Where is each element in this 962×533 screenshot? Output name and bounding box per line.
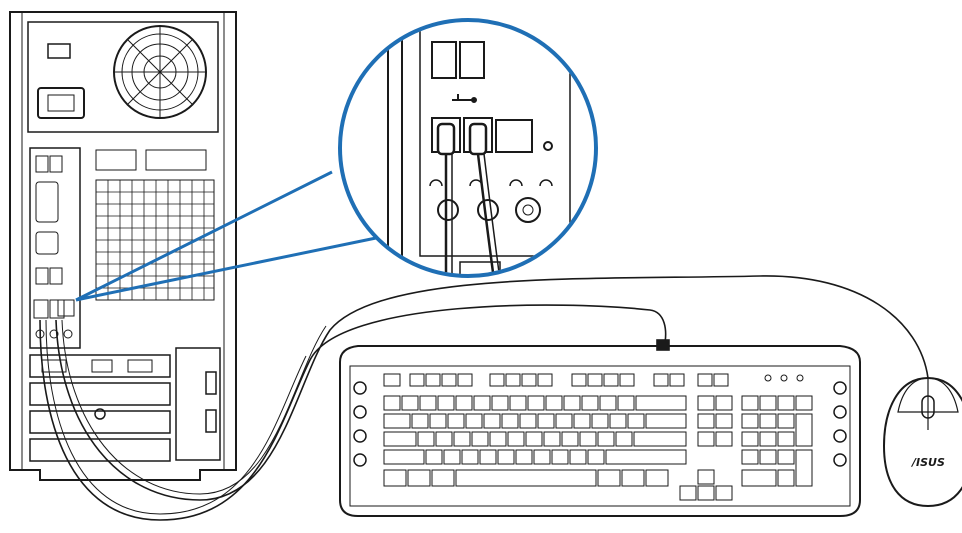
audio-jack-3 <box>515 197 541 223</box>
computer-tower <box>9 11 237 481</box>
audio-jack-1 <box>437 199 459 221</box>
cables <box>39 275 929 521</box>
audio-jack-2 <box>477 199 499 221</box>
power-supply <box>27 21 219 133</box>
keyboard-media-buttons <box>353 381 847 467</box>
expansion-slots <box>29 347 221 462</box>
usb-icon <box>452 94 477 103</box>
mouse-brand-logo: /ISUS <box>910 456 945 469</box>
mouse-scroll-wheel <box>921 395 935 419</box>
mouse-cable <box>55 275 929 501</box>
keyboard <box>339 345 861 517</box>
power-socket-icon <box>37 87 85 119</box>
keyboard-usb-plug <box>436 122 456 156</box>
io-panel <box>29 147 81 349</box>
keyboard-cable <box>39 304 667 521</box>
power-switch-icon <box>47 43 71 59</box>
usb-port-callout <box>75 18 598 302</box>
mouse: /ISUS <box>882 376 962 508</box>
lan-port <box>495 119 533 153</box>
keyboard-keys <box>383 373 813 501</box>
mouse-usb-plug <box>468 122 488 156</box>
